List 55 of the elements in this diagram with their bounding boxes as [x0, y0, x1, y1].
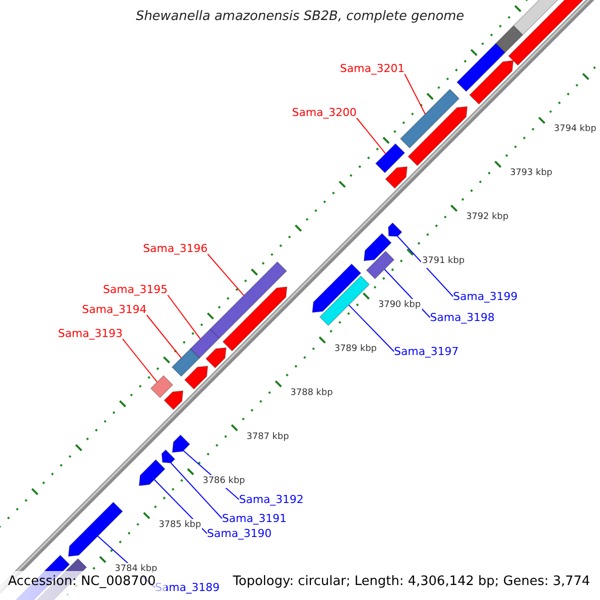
- gene-feature: [164, 390, 184, 410]
- gene-label: Sama_3195: [103, 283, 168, 296]
- gene-feature: [138, 459, 166, 486]
- gene-bar: [210, 261, 288, 339]
- leader-line: [207, 254, 244, 296]
- gene-bar: [456, 42, 506, 92]
- genome-summary: Topology: circular; Length: 4,306,142 bp; Genes: 3,774: [232, 574, 590, 590]
- gene-label: Sama_3194: [82, 303, 147, 316]
- gene-feature: [312, 263, 362, 313]
- gene-bar: [495, 25, 524, 54]
- gene-bar: [171, 348, 200, 377]
- gene-feature: [408, 106, 468, 166]
- gene-feature: [388, 222, 402, 237]
- gene-bar: [190, 328, 220, 359]
- scale-label: 3788 kbp: [289, 386, 334, 400]
- gene-feature: [222, 286, 288, 352]
- gene-label: Sama_3190: [207, 527, 272, 540]
- scale-label: 3790 kbp: [377, 299, 422, 312]
- gene-feature: [68, 502, 124, 557]
- gene-bar: [319, 275, 370, 326]
- gene-bar: [366, 250, 395, 280]
- gene-feature: [184, 366, 208, 390]
- gene-label: Sama_3199: [453, 290, 518, 303]
- gene-label: Sama_3191: [222, 512, 287, 525]
- leader-line: [348, 304, 394, 352]
- gene-label: Sama_3193: [58, 327, 123, 340]
- scale-label: 3787 kbp: [246, 430, 290, 444]
- scale-label: 3786 kbp: [202, 474, 246, 488]
- gene-bar: [375, 143, 406, 174]
- gene-bar: [150, 375, 174, 398]
- gene-feature: [508, 0, 584, 66]
- gene-label: Sama_3201: [340, 62, 405, 75]
- gene-feature: [364, 232, 392, 262]
- scale-label: 3785 kbp: [158, 518, 202, 532]
- leader-line: [167, 294, 201, 340]
- leader-line: [122, 338, 158, 383]
- leader-line: [404, 74, 426, 115]
- gene-feature: [161, 449, 176, 464]
- gene-label: Sama_3200: [292, 106, 357, 119]
- gene-label: Sama_3197: [394, 345, 459, 358]
- diagram-title: Shewanella amazonensis SB2B, complete genome: [134, 10, 466, 23]
- gene-label: Sama_3192: [239, 493, 304, 506]
- gene-feature: [205, 347, 227, 368]
- leader-line: [356, 118, 386, 154]
- gene-bar: [400, 88, 460, 149]
- gene-feature: [385, 166, 408, 189]
- gene-feature: [172, 434, 190, 453]
- gene-feature: [469, 60, 514, 105]
- scale-label: 3791 kbp: [421, 255, 466, 268]
- leader-line: [397, 236, 454, 297]
- leader-line: [146, 314, 182, 358]
- leader-line: [170, 462, 222, 519]
- gene-label: Sama_3198: [430, 311, 495, 324]
- gene-label: Sama_3189: [155, 581, 220, 594]
- gene-label: Sama_3196: [143, 242, 208, 255]
